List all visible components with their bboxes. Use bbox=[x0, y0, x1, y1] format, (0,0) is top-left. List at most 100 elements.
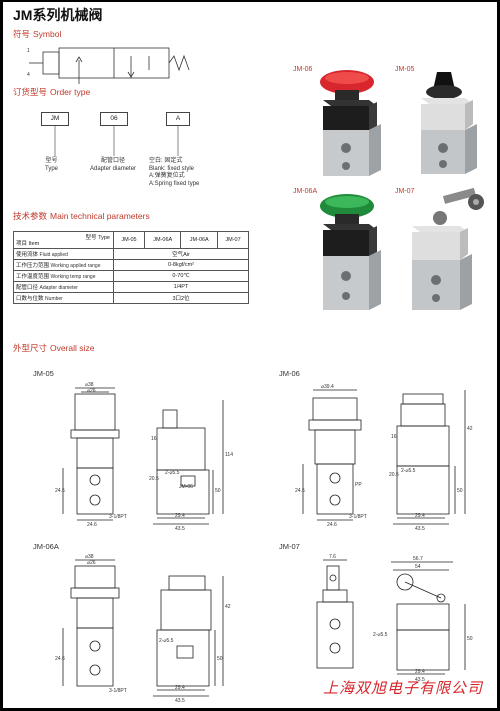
order-code-type: JM bbox=[41, 112, 69, 126]
desc-en: Adapter diameter bbox=[90, 165, 137, 172]
drawing-label-jm05: JM-05 bbox=[33, 369, 54, 378]
order-code-adapter: 06 bbox=[100, 112, 128, 126]
port-label: 1 bbox=[27, 48, 30, 54]
header-model: 型号 bbox=[85, 235, 97, 241]
svg-text:24.5: 24.5 bbox=[295, 488, 305, 494]
svg-text:JM-06: JM-06 bbox=[179, 484, 193, 490]
svg-text:50: 50 bbox=[215, 488, 221, 494]
photo-label-jm06: JM-06 bbox=[293, 66, 313, 73]
svg-text:43.5: 43.5 bbox=[415, 677, 425, 683]
svg-text:⌀26: ⌀26 bbox=[87, 388, 96, 394]
svg-text:2-⌀5.5: 2-⌀5.5 bbox=[165, 470, 180, 476]
drawing-jm07: 7.6 56.7 54 2-⌀5.5 50 29.4 43.5 bbox=[316, 554, 473, 683]
specs-heading-cn: 技术参数 bbox=[13, 211, 48, 221]
desc-line: 空白: 固定式 bbox=[149, 158, 183, 164]
spec-model: JM-06A bbox=[143, 231, 182, 249]
svg-text:24.6: 24.6 bbox=[55, 656, 65, 662]
valve-symbol-diagram: 1 4 bbox=[27, 47, 190, 84]
drawing-label-jm07: JM-07 bbox=[279, 542, 300, 551]
drawing-jm06a: ⌀38 ⌀26 24.6 2-⌀5.5 3-1/8PT 42 50 29.4 4… bbox=[55, 554, 231, 704]
spec-model: JM-06A bbox=[180, 231, 219, 249]
svg-text:20.5: 20.5 bbox=[149, 476, 159, 482]
spec-row: 使用流体 Fluid applied 空气Air bbox=[13, 248, 249, 260]
photo-label-jm07: JM-07 bbox=[395, 188, 415, 195]
spec-item: 配管口径 Adapter diameter bbox=[13, 281, 114, 293]
desc-en: Type bbox=[45, 165, 59, 172]
svg-text:50: 50 bbox=[467, 636, 473, 642]
svg-text:3-1/8PT: 3-1/8PT bbox=[109, 514, 127, 520]
spec-item: 工作压力范围 Working applied range bbox=[13, 259, 114, 271]
spec-model: JM-05 bbox=[113, 231, 145, 249]
spec-row: 配管口径 Adapter diameter 1/4PT bbox=[13, 281, 249, 293]
specs-heading-en: Main technical parameters bbox=[50, 211, 150, 221]
header-model-en: Type bbox=[98, 235, 110, 241]
svg-text:2-⌀5.5: 2-⌀5.5 bbox=[401, 468, 416, 474]
order-desc-type: 型号 Type bbox=[45, 158, 58, 173]
svg-text:3-1/8PT: 3-1/8PT bbox=[109, 688, 127, 694]
desc-cn: 配管口径 bbox=[101, 158, 126, 164]
svg-text:⌀39.4: ⌀39.4 bbox=[321, 384, 334, 390]
desc-cn: 型号 bbox=[45, 158, 58, 164]
drawing-label-jm06a: JM-06A bbox=[33, 542, 59, 551]
product-photo-jm07 bbox=[412, 187, 484, 310]
svg-text:7.6: 7.6 bbox=[329, 554, 336, 560]
order-code-style: A bbox=[166, 112, 190, 126]
drawing-jm06: ⌀39.4 16 20.5 2-⌀5.5 24.5 24.6 3-1/8PT 4… bbox=[295, 384, 473, 532]
svg-text:⌀38: ⌀38 bbox=[85, 382, 94, 388]
order-heading-en: Order type bbox=[50, 87, 91, 97]
product-photo-jm06a bbox=[320, 194, 381, 310]
svg-text:114: 114 bbox=[225, 452, 233, 458]
svg-text:24.6: 24.6 bbox=[87, 522, 97, 528]
drawing-label-jm06: JM-06 bbox=[279, 369, 300, 378]
spec-item: 使用流体 Fluid applied bbox=[13, 248, 114, 260]
svg-text:⌀26: ⌀26 bbox=[87, 560, 96, 566]
order-desc-style: 空白: 固定式 Blank: fixed style A:弹簧复位式 A:Spr… bbox=[149, 158, 199, 188]
svg-text:16: 16 bbox=[151, 436, 157, 442]
svg-text:50: 50 bbox=[217, 656, 223, 662]
spec-table: 型号 Type 项目 Item JM-05 JM-06A JM-06A JM-0… bbox=[13, 231, 249, 304]
spec-item: 口数与位数 Number bbox=[13, 292, 114, 304]
spec-value: 空气Air bbox=[113, 248, 249, 260]
order-leader-lines bbox=[54, 126, 179, 156]
svg-text:24.5: 24.5 bbox=[55, 488, 65, 494]
spec-model: JM-07 bbox=[217, 231, 249, 249]
svg-text:29.4: 29.4 bbox=[175, 685, 185, 691]
svg-text:54: 54 bbox=[415, 564, 421, 570]
svg-text:50: 50 bbox=[457, 488, 463, 494]
svg-text:2-⌀5.5: 2-⌀5.5 bbox=[159, 638, 174, 644]
svg-text:43.5: 43.5 bbox=[415, 526, 425, 532]
photo-label-jm06a: JM-06A bbox=[293, 188, 318, 195]
spec-value: 1/4PT bbox=[113, 281, 249, 293]
product-photo-jm05 bbox=[421, 72, 477, 174]
drawing-jm05: ⌀38 ⌀26 16 20.5 2-⌀5.5 JM-06 24.5 24.6 3… bbox=[55, 382, 233, 532]
spec-item: 工作温度范围 Working temp range bbox=[13, 270, 114, 282]
svg-text:29.4: 29.4 bbox=[175, 513, 185, 519]
desc-line: A:Spring fixed type bbox=[149, 180, 200, 187]
desc-line: Blank: fixed style bbox=[149, 165, 195, 172]
spec-value: 3口2位 bbox=[113, 292, 249, 304]
svg-text:⌀38: ⌀38 bbox=[85, 554, 94, 560]
spec-header-row: 型号 Type 项目 Item JM-05 JM-06A JM-06A JM-0… bbox=[13, 231, 249, 249]
desc-line: A:弹簧复位式 bbox=[149, 173, 185, 179]
order-desc-adapter: 配管口径 Adapter diameter bbox=[90, 158, 136, 173]
symbol-heading-cn: 符号 bbox=[13, 29, 31, 39]
header-item: 项目 bbox=[16, 241, 28, 247]
svg-text:42: 42 bbox=[225, 604, 231, 610]
spec-value: 0-70℃ bbox=[113, 270, 249, 282]
spec-header-corner: 型号 Type 项目 Item bbox=[13, 231, 114, 249]
spec-value: 0-8kgf/cm² bbox=[113, 259, 249, 271]
symbol-heading-en: Symbol bbox=[33, 29, 62, 39]
photo-label-jm05: JM-05 bbox=[395, 66, 415, 73]
svg-text:56.7: 56.7 bbox=[413, 556, 423, 562]
company-name: 上海双旭电子有限公司 bbox=[322, 679, 483, 697]
svg-text:29.4: 29.4 bbox=[415, 513, 425, 519]
page-title: JM系列机械阀 bbox=[13, 7, 103, 23]
svg-text:43.5: 43.5 bbox=[175, 526, 185, 532]
svg-text:16: 16 bbox=[391, 434, 397, 440]
svg-text:3-1/8PT: 3-1/8PT bbox=[349, 514, 367, 520]
